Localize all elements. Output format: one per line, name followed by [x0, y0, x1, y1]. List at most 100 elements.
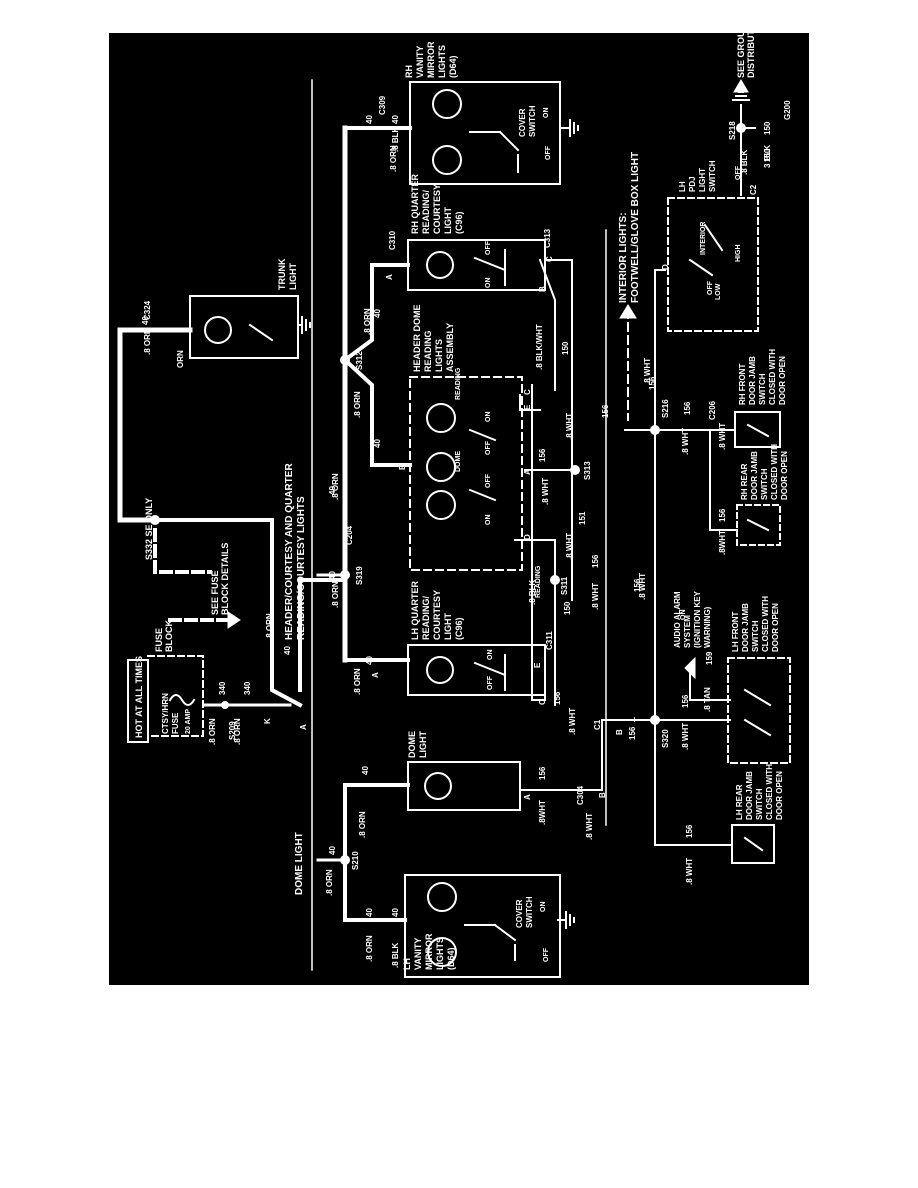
header-reading-1-label: READING [455, 367, 462, 400]
pin-a-4: A [523, 469, 532, 475]
wire-wht-label-11: .8 WHT [681, 723, 690, 750]
dome-light-side-label: DOME LIGHT [294, 832, 305, 895]
light-switch-off-label: OFF [735, 165, 742, 180]
wire-wht-alt-label-1: .8WHT [538, 800, 547, 825]
wire-wht-rh-rear [709, 429, 738, 531]
wire-wht-light-switch [654, 269, 666, 431]
lh-cover-label-1: COVER [515, 899, 524, 928]
rh-rear-jamb-contact [746, 518, 770, 532]
wire-tan-label: .8 TAN [703, 687, 712, 712]
wire-159-label: 159 [705, 651, 714, 665]
rh-front-jamb-caption-line-5: DOOR OPEN [778, 356, 787, 405]
wire-orn-trunk-feed [117, 327, 193, 523]
see-fuse-dashed-line [153, 528, 212, 574]
header-caption-line-3: LIGHTS [434, 339, 444, 372]
light-switch-box [667, 197, 759, 332]
wire-40-label-8: 40 [391, 115, 400, 124]
rh-cover-label-2: SWITCH [528, 105, 537, 137]
lh-rear-jamb-box [731, 824, 775, 864]
lh-vanity-bulb-2 [427, 937, 457, 967]
wire-40-label-9: 40 [365, 656, 374, 665]
s319-label: S319 [355, 566, 364, 585]
ground-g200 [732, 91, 750, 106]
ctsy-fuse-label-2: FUSE [171, 712, 180, 734]
hot-at-all-times-label: HOT AT ALL TIMES [134, 656, 144, 738]
wire-orn-to-rh-quarter [342, 263, 410, 363]
lh-rear-jamb-caption-line-5: DOOR OPEN [775, 771, 784, 820]
lh-rear-jamb-caption-line-2: DOOR JAMB [745, 771, 754, 820]
wire-wht-main-bus [531, 384, 546, 701]
s320-label: S320 [661, 729, 670, 748]
wire-wht-header-c [519, 394, 541, 411]
rh-quarter-on-label: ON [485, 278, 492, 289]
rh-vanity-caption-line-2: VANITY [415, 46, 425, 78]
lh-quarter-box [407, 644, 546, 696]
wire-wht-label-8: .8 WHT [638, 573, 647, 600]
ground-trunk [297, 316, 311, 334]
trunk-caption-line-2: LIGHT [288, 263, 298, 290]
rh-front-jamb-contact [746, 423, 770, 438]
splice-s311 [550, 575, 560, 585]
wire-orn-to-header [342, 357, 412, 467]
rh-cover-label-1: COVER [518, 108, 527, 137]
wire-orn-label-7: .8 ORN [363, 308, 372, 335]
wire-156-label-9: 156 [683, 401, 692, 415]
wire-150-label-4: 150 [763, 148, 772, 162]
lh-cover-label-2: SWITCH [525, 896, 534, 928]
pin-t-1: T [633, 717, 642, 722]
wire-wht-alt-label-2: .8WHT [718, 530, 727, 555]
wire-151-label: 151 [578, 511, 587, 525]
header-on-1-label: ON [485, 412, 492, 423]
wire-3blk-label: 3 BLK [763, 145, 772, 168]
wire-156-label-11: 156 [685, 824, 694, 838]
rh-quarter-caption-line-4: LIGHT [443, 207, 453, 234]
wire-orn-s332-to-c204 [153, 518, 303, 708]
wire-150-label-2: 150 [563, 601, 572, 615]
lh-front-jamb-caption-line-2: DOOR JAMB [741, 603, 750, 652]
c311-label: C311 [545, 631, 554, 650]
hot-at-all-times-box [127, 659, 149, 743]
s311-label: S311 [560, 576, 569, 595]
fuse-element [168, 694, 196, 706]
wire-156-label-1: 156 [538, 766, 547, 780]
rh-front-jamb-caption-line-1: RH FRONT [738, 364, 747, 405]
lh-front-jamb-caption-line-4: CLOSED WITH [761, 596, 770, 652]
wire-40-label-6: 40 [373, 309, 382, 318]
wire-wht-label-5: .8 WHT [568, 708, 577, 735]
lh-quarter-on-label: ON [487, 650, 494, 661]
wire-340-label-1: 340 [218, 681, 227, 695]
light-switch-caption-line-1: LH [678, 181, 687, 192]
pin-a-5: A [385, 274, 394, 280]
header-bulb-dome [426, 452, 456, 482]
s210-label: S210 [351, 851, 360, 870]
ground-lh-vanity [557, 911, 575, 929]
footwell-label: FOOTWELL/GLOVE BOX LIGHT [630, 152, 641, 303]
light-switch-on-label: ON [680, 610, 687, 621]
wire-40-label-7: 40 [365, 115, 374, 124]
header-on-2-label: ON [485, 515, 492, 526]
splice-s218 [736, 123, 746, 133]
wire-wht-rh-quarter [544, 259, 573, 601]
wire-40-label-10: 40 [361, 766, 370, 775]
lh-vanity-box [404, 874, 561, 978]
light-switch-caption-line-2: PDJ [688, 176, 697, 192]
pin-d-2: D [661, 264, 670, 270]
light-switch-caption-line-3: LIGHT [698, 168, 707, 192]
s218-label: S218 [728, 121, 737, 140]
wire-orn-dome [343, 783, 410, 922]
audio-alarm-caption-line-1: AUDIO ALARM [673, 591, 682, 648]
see-fuse-label-1: SEE FUSE [210, 570, 220, 615]
wire-40-label-5: 40 [373, 439, 382, 448]
trunk-bulb [204, 316, 232, 344]
pin-b-3: B [398, 464, 407, 470]
light-switch-contact [688, 223, 724, 277]
lh-front-jamb-caption-line-5: DOOR OPEN [771, 603, 780, 652]
lh-quarter-caption-line-1: LH QUARTER [410, 581, 420, 640]
wire-156-label-2: 156 [538, 448, 547, 462]
see-fuse-label-2: BLOCK DETAILS [220, 543, 230, 615]
wire-orn-label-6: .8 ORN [353, 391, 362, 418]
lh-rear-jamb-contact [743, 836, 764, 852]
header-caption-line-1: HEADER DOME [412, 304, 422, 372]
wire-156-label-7: 156 [648, 376, 657, 390]
wire-orn-label-10: .8 ORN [331, 581, 340, 608]
